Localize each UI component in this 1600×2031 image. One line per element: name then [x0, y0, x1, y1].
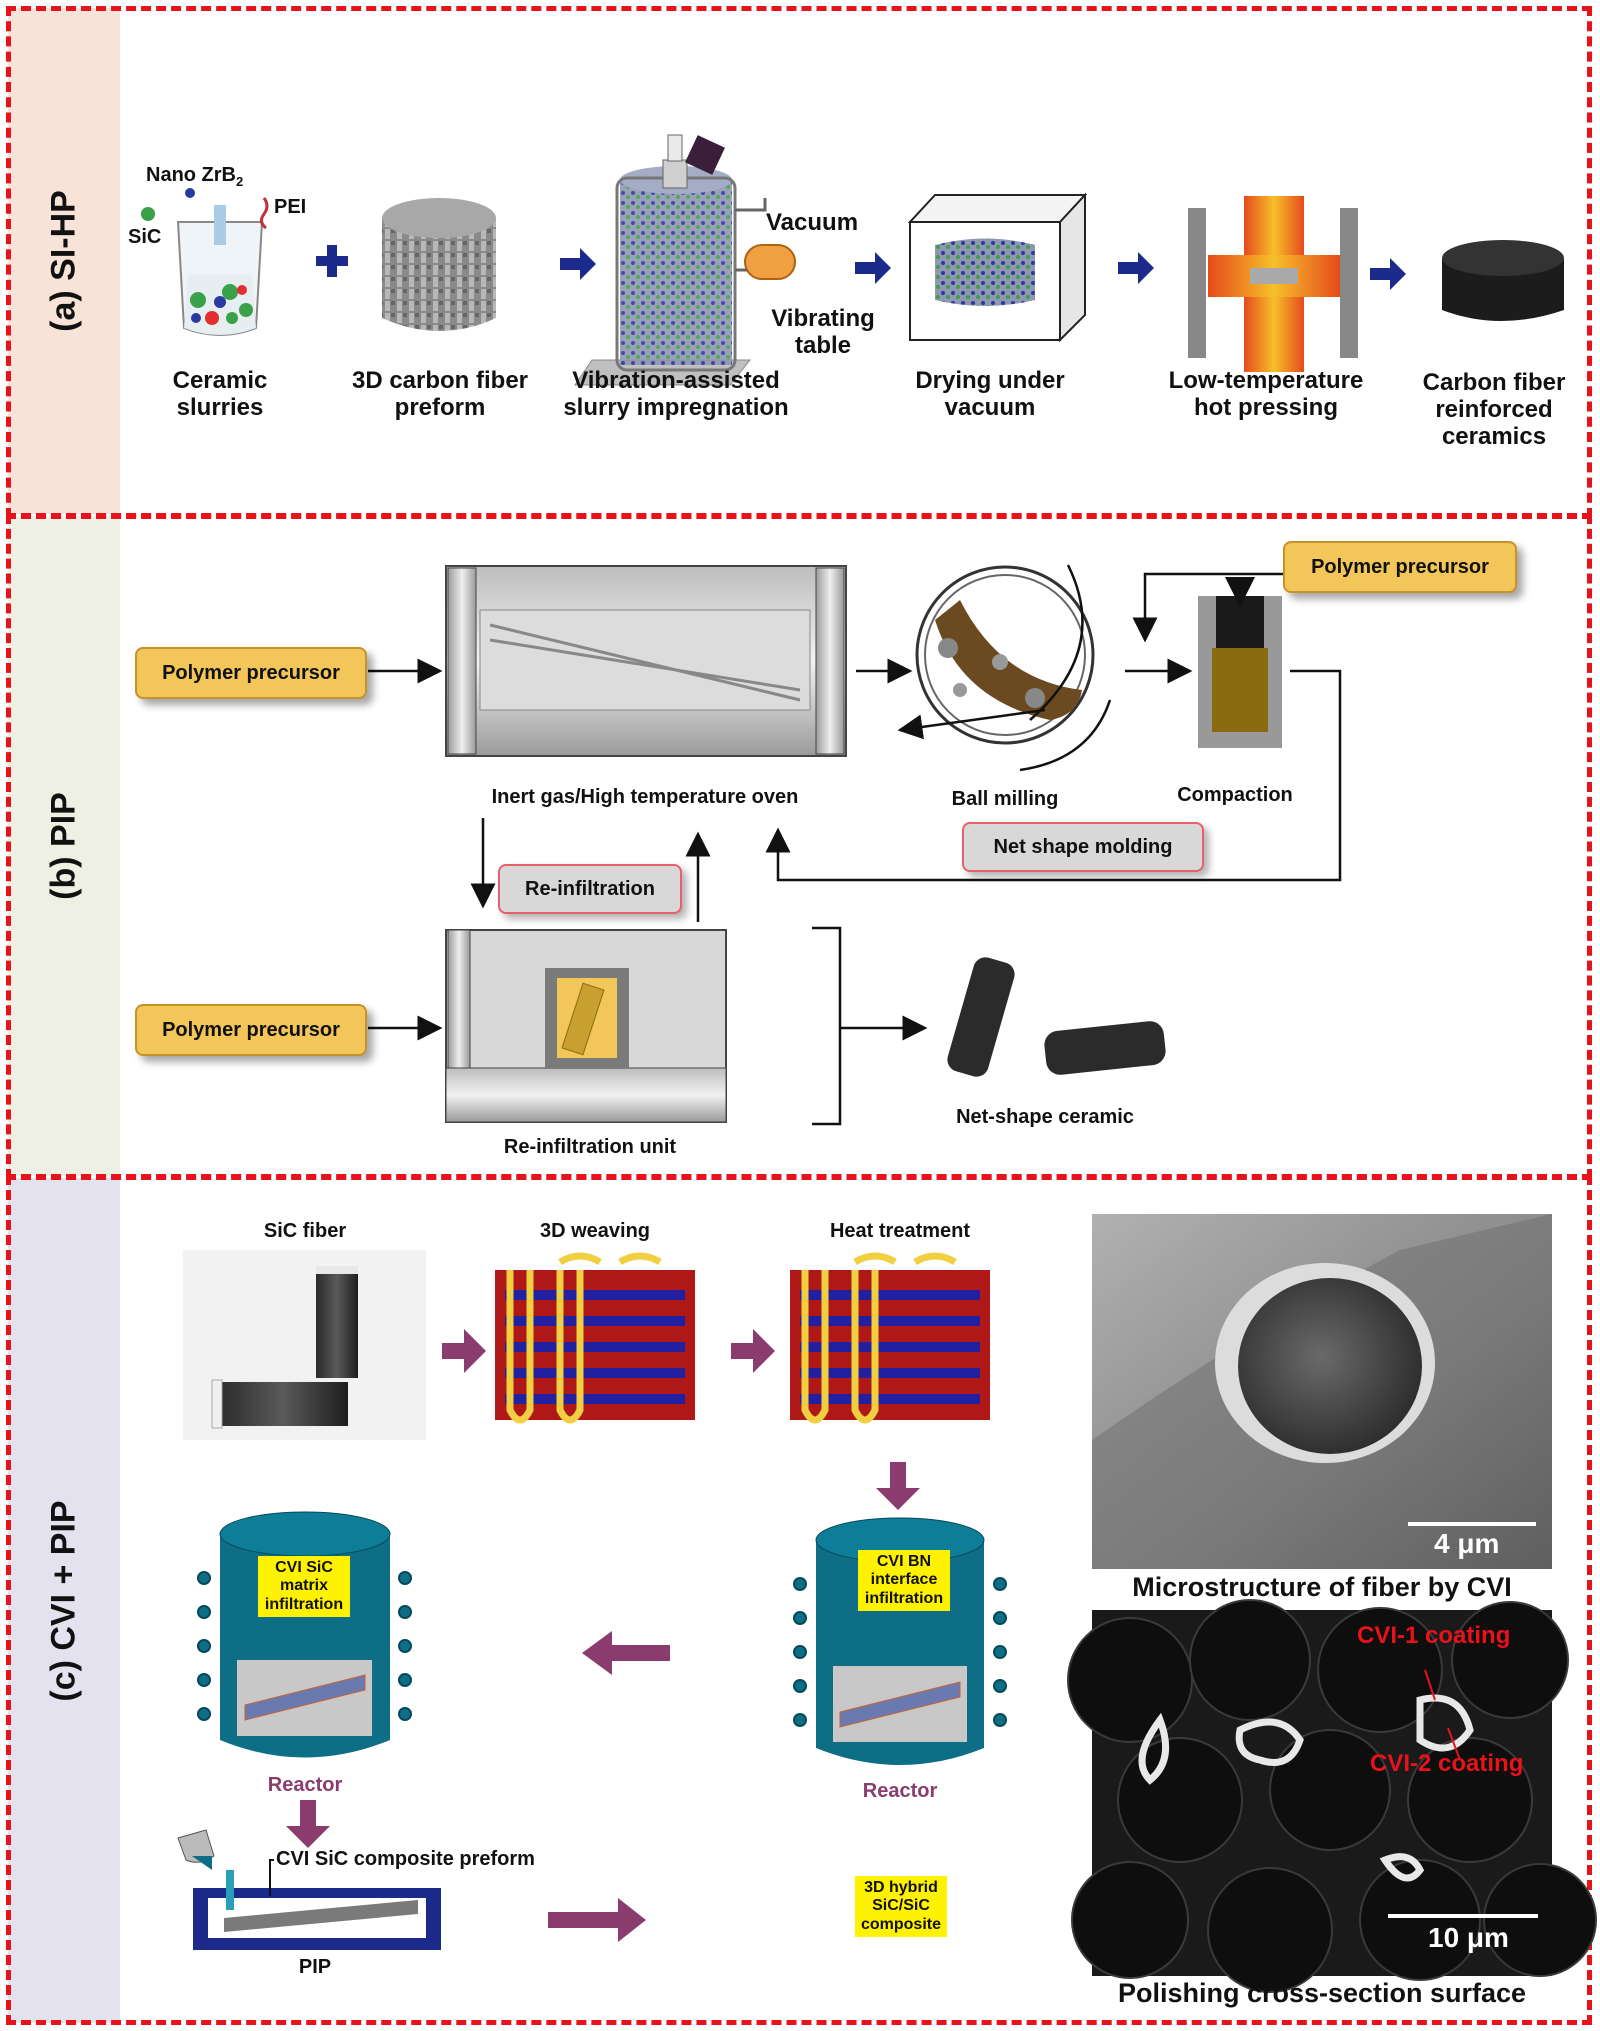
ceramic-disc-icon	[1442, 240, 1564, 321]
zrb2-dot-icon	[185, 188, 195, 198]
polish-title: Polishing cross-section surface	[1117, 1978, 1527, 2008]
carbon-preform-icon	[382, 198, 496, 331]
sic-fiber-photo	[183, 1250, 426, 1440]
reactor-left-label: Reactor	[267, 1774, 343, 1796]
net-shape-cylinders-icon	[947, 957, 1166, 1077]
pei-chain-icon	[259, 197, 269, 230]
drying-oven-icon	[907, 192, 1088, 343]
step-hot-pressing: Low-temperature hot pressing	[1168, 367, 1364, 421]
scale-10um: 10 μm	[1428, 1922, 1509, 1953]
hot-press-icon	[1188, 196, 1358, 372]
vibrating-table-label: Vibrating table	[771, 305, 875, 359]
ball-milling-label: Ball milling	[951, 788, 1059, 810]
heat-treatment-label: Heat treatment	[829, 1220, 971, 1242]
sem-cross-section-image	[1067, 1599, 1597, 1993]
step-carbon-preform: 3D carbon fiber preform	[351, 367, 529, 421]
weave-block-1-icon	[495, 1252, 695, 1424]
reactor-left-icon	[197, 1511, 412, 1758]
hybrid-composite-tag: 3D hybrid SiC/SiC composite	[855, 1876, 947, 1938]
re-infiltration-box: Re-infiltration	[498, 864, 682, 914]
polymer-precursor-box-3: Polymer precursor	[135, 1004, 367, 1056]
polymer-precursor-box-1: Polymer precursor	[135, 647, 367, 699]
reactor-right-label: Reactor	[862, 1780, 938, 1802]
cvi-bn-tag: CVI BN interface infiltration	[858, 1550, 950, 1612]
step-ceramic-slurries: Ceramic slurries	[172, 367, 268, 421]
panel-c-band: (c) CVI + PIP	[8, 1178, 120, 2023]
cvi-sic-tag: CVI SiC matrix infiltration	[258, 1556, 350, 1618]
reinfiltration-unit-icon	[445, 929, 727, 1123]
sic-fiber-label: SiC fiber	[263, 1220, 347, 1242]
purple-flow-arrows	[286, 1329, 920, 1942]
ball-mill-icon	[915, 565, 1095, 745]
scale-4um: 4 μm	[1434, 1528, 1500, 1559]
reinfiltration-unit-label: Re-infiltration unit	[503, 1136, 677, 1158]
weaving-label: 3D weaving	[539, 1220, 651, 1242]
pip-vessel-icon	[177, 1829, 441, 1950]
legend-pei: PEI	[274, 196, 307, 218]
composite-preform-label: CVI SiC composite preform	[276, 1848, 535, 1870]
legend-sic: SiC	[128, 226, 162, 248]
pip-label: PIP	[298, 1956, 332, 1978]
polymer-precursor-box-2: Polymer precursor	[1283, 541, 1517, 593]
cvi1-label: CVI-1 coating	[1357, 1622, 1511, 1649]
plus-icon	[316, 245, 348, 277]
weave-block-2-icon	[790, 1252, 990, 1424]
flow-arrows	[560, 248, 1406, 290]
legend-nano-zrb2: Nano ZrB2	[146, 164, 244, 189]
oven-label: Inert gas/High temperature oven	[491, 786, 799, 808]
sic-dot-icon	[141, 207, 155, 221]
compaction-die-icon	[1198, 577, 1282, 748]
compaction-label: Compaction	[1177, 784, 1293, 806]
step-drying-vacuum: Drying under vacuum	[915, 367, 1065, 421]
panel-b-band: (b) PIP	[8, 516, 120, 1176]
micro-title: Microstructure of fiber by CVI	[1132, 1572, 1512, 1602]
net-shape-molding-box: Net shape molding	[962, 822, 1204, 872]
panel-c-frame	[6, 1175, 1592, 2025]
net-shape-ceramic-label: Net-shape ceramic	[956, 1106, 1134, 1128]
sem-fiber-image	[1092, 1214, 1552, 1569]
beaker-icon	[176, 205, 264, 336]
impregnation-vessel-icon	[574, 134, 796, 386]
panel-a-band: (a) SI-HP	[8, 8, 120, 514]
step-final-ceramics: Carbon fiber reinforced ceramics	[1422, 369, 1566, 450]
step-vibration-impregnation: Vibration-assisted slurry impregnation	[563, 367, 789, 421]
cvi2-label: CVI-2 coating	[1370, 1750, 1524, 1777]
tube-oven-icon	[445, 565, 847, 757]
vacuum-label: Vacuum	[766, 209, 859, 236]
